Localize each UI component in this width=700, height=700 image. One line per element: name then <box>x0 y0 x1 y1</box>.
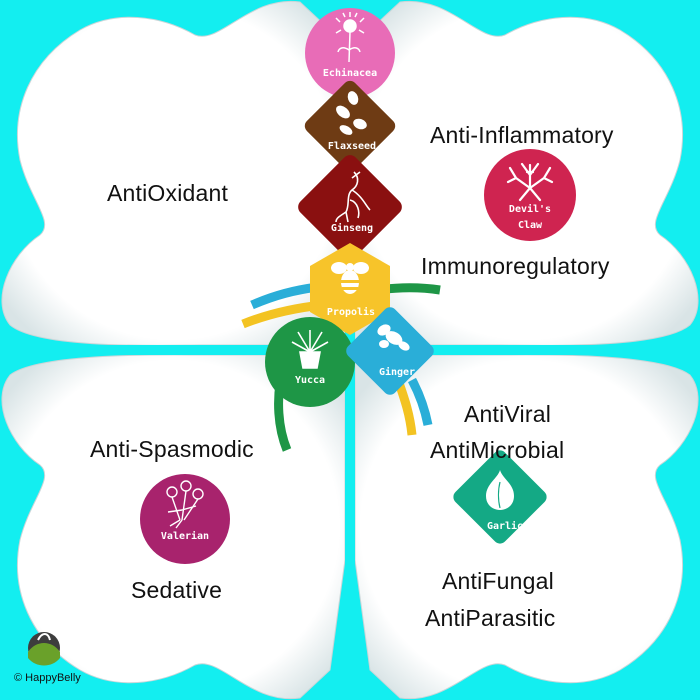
herb-yucca: Yucca <box>294 375 326 386</box>
devils-claw-badge <box>484 149 576 241</box>
valerian-icon <box>166 480 204 529</box>
label-anti-inflammatory: Anti-Inflammatory <box>430 122 614 148</box>
garlic-badge <box>453 450 547 544</box>
echinacea-icon <box>335 12 365 63</box>
devils-claw-icon <box>506 162 554 202</box>
herb-echinacea: Echinacea <box>322 68 378 79</box>
herb-garlic: Garlic <box>486 521 524 532</box>
echinacea-badge <box>305 8 395 98</box>
bee-icon <box>331 262 369 294</box>
label-antifungal: AntiFungal <box>442 568 554 594</box>
credit-text: © HappyBelly <box>14 672 81 684</box>
ginseng-badge <box>298 155 402 259</box>
valerian-badge <box>140 474 230 564</box>
ginseng-icon <box>335 171 371 223</box>
label-antiparasitic: AntiParasitic <box>425 605 556 631</box>
herb-propolis: Propolis <box>326 307 376 318</box>
herb-ginger: Ginger <box>378 367 416 378</box>
garlic-icon <box>486 470 514 510</box>
label-sedative: Sedative <box>131 577 223 603</box>
leaf-bottom-right <box>354 354 699 700</box>
yucca-icon <box>291 330 329 369</box>
propolis-badge <box>310 243 390 335</box>
flaxseed-icon <box>336 91 367 135</box>
herb-ginseng: Ginseng <box>330 223 374 234</box>
label-anti-spasmodic: Anti-Spasmodic <box>90 436 254 462</box>
stem-blue-lower <box>408 377 433 426</box>
herb-devils-claw-line2: Claw <box>517 220 543 231</box>
ginger-badge <box>346 307 434 395</box>
herb-valerian: Valerian <box>160 531 210 542</box>
label-antioxidant: AntiOxidant <box>107 180 229 206</box>
herb-flaxseed: Flaxseed <box>327 141 377 152</box>
leaf-top-left <box>1 0 346 346</box>
herb-devils-claw-line1: Devil's <box>508 204 552 215</box>
label-antiviral: AntiViral <box>464 401 552 427</box>
happybelly-logo <box>28 632 60 666</box>
yucca-badge <box>265 317 355 407</box>
flaxseed-badge <box>304 80 396 172</box>
label-immunoregulatory: Immunoregulatory <box>421 253 610 279</box>
label-antimicrobial: AntiMicrobial <box>430 437 565 463</box>
ginger-icon <box>377 324 410 351</box>
